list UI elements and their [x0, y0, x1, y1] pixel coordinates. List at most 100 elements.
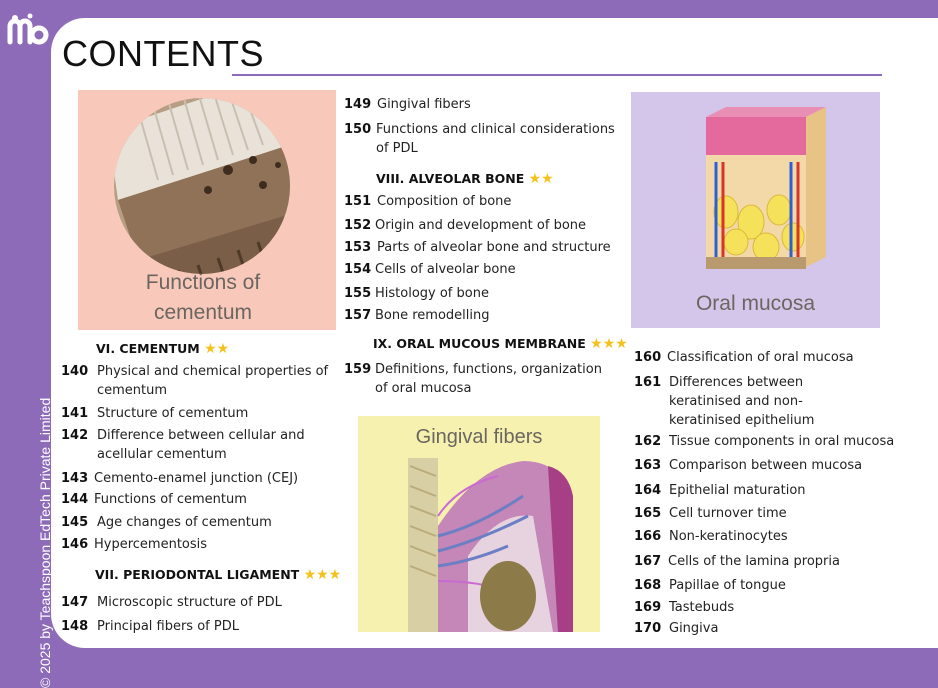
- entry-title: Comparison between mucosa: [669, 458, 863, 473]
- page-number: 141: [61, 406, 89, 421]
- page-number: 157: [344, 308, 372, 323]
- entry-title: Bone remodelling: [375, 308, 490, 323]
- entry-title: Cemento-enamel junction (CEJ): [94, 471, 299, 486]
- entry-title: Classification of oral mucosa: [667, 350, 854, 365]
- page-number: 162: [634, 434, 662, 449]
- toc-entry-163[interactable]: 163 Comparison between mucosa: [634, 456, 924, 475]
- toc-entry-149[interactable]: 149 Gingival fibers: [344, 95, 624, 114]
- page-number: 149: [344, 97, 372, 112]
- entry-title: Parts of alveolar bone and structure: [377, 240, 611, 255]
- page-number: 150: [344, 122, 372, 137]
- page-number: 167: [634, 554, 662, 569]
- page-number: 154: [344, 262, 372, 277]
- page-number: 164: [634, 483, 662, 498]
- entry-title: Age changes of cementum: [97, 515, 272, 530]
- entry-title: Epithelial maturation: [669, 483, 806, 498]
- toc-entry-147[interactable]: 147 Microscopic structure of PDL: [61, 593, 336, 612]
- page-number: 159: [344, 362, 372, 377]
- entry-title: Histology of bone: [375, 286, 489, 301]
- entry-title: Cells of alveolar bone: [375, 262, 516, 277]
- page-number: 166: [634, 529, 662, 544]
- page-number: 160: [634, 350, 662, 365]
- toc-entry-160[interactable]: 160 Classification of oral mucosa: [634, 348, 924, 367]
- toc-entry-142[interactable]: 142 Difference between cellular and acel…: [61, 426, 311, 464]
- section-pdl-heading: VII. PERIODONTAL LIGAMENT ★★★: [95, 567, 341, 583]
- star-rating-icon: ★★: [528, 171, 554, 187]
- toc-entry-144[interactable]: 144 Functions of cementum: [61, 490, 336, 509]
- toc-entry-145[interactable]: 145 Age changes of cementum: [61, 513, 336, 532]
- entry-title: Definitions, functions, organization of …: [375, 362, 602, 396]
- toc-entry-152[interactable]: 152 Origin and development of bone: [344, 216, 624, 235]
- page-number: 140: [61, 364, 89, 379]
- entry-title: Non-keratinocytes: [669, 529, 788, 544]
- toc-entry-159[interactable]: 159 Definitions, functions, organization…: [344, 360, 612, 398]
- page-number: 165: [634, 506, 662, 521]
- page-number: 168: [634, 578, 662, 593]
- oral-mucosa-image-caption: Oral mucosa: [695, 292, 816, 315]
- entry-title: Papillae of tongue: [669, 578, 786, 593]
- page-title: CONTENTS: [62, 33, 264, 74]
- entry-title: Tissue components in oral mucosa: [669, 434, 895, 449]
- toc-entry-143[interactable]: 143 Cemento-enamel junction (CEJ): [61, 469, 336, 488]
- toc-entry-154[interactable]: 154 Cells of alveolar bone: [344, 260, 624, 279]
- entry-title: Gingival fibers: [377, 97, 471, 112]
- entry-title: Functions of cementum: [94, 492, 247, 507]
- star-rating-icon: ★★: [204, 341, 230, 357]
- toc-entry-141[interactable]: 141 Structure of cementum: [61, 404, 336, 423]
- entry-title: Differences between keratinised and non-…: [669, 375, 815, 428]
- toc-entry-155[interactable]: 155 Histology of bone: [344, 284, 624, 303]
- entry-title: Structure of cementum: [97, 406, 249, 421]
- entry-title: Hypercementosis: [94, 537, 208, 552]
- section-cementum-label: VI. CEMENTUM: [96, 341, 200, 356]
- section-oral-label: IX. ORAL MUCOUS MEMBRANE: [373, 336, 586, 351]
- page-number: 155: [344, 286, 372, 301]
- star-rating-icon: ★★★: [303, 567, 342, 583]
- toc-entry-162[interactable]: 162 Tissue components in oral mucosa: [634, 432, 924, 451]
- entry-title: Origin and development of bone: [375, 218, 587, 233]
- toc-entry-164[interactable]: 164 Epithelial maturation: [634, 481, 924, 500]
- page-number: 152: [344, 218, 372, 233]
- section-pdl-label: VII. PERIODONTAL LIGAMENT: [95, 567, 300, 582]
- toc-entry-168[interactable]: 168 Papillae of tongue: [634, 576, 924, 595]
- page-number: 153: [344, 240, 372, 255]
- page-number: 142: [61, 428, 89, 443]
- toc-entry-166[interactable]: 166 Non-keratinocytes: [634, 527, 924, 546]
- toc-entry-169[interactable]: 169 Tastebuds: [634, 598, 924, 617]
- section-oral-heading: IX. ORAL MUCOUS MEMBRANE ★★★: [373, 336, 628, 352]
- toc-entry-151[interactable]: 151 Composition of bone: [344, 192, 624, 211]
- toc-entry-150[interactable]: 150 Functions and clinical consideration…: [344, 120, 624, 158]
- entry-title: Microscopic structure of PDL: [97, 595, 282, 610]
- entry-title: Cell turnover time: [669, 506, 787, 521]
- entry-title: Difference between cellular and acellula…: [97, 428, 305, 462]
- page-number: 151: [344, 194, 372, 209]
- toc-entry-153[interactable]: 153 Parts of alveolar bone and structure: [344, 238, 624, 257]
- section-alveolar-heading: VIII. ALVEOLAR BONE ★★: [376, 171, 554, 187]
- toc-entry-161[interactable]: 161 Differences between keratinised and …: [634, 373, 854, 430]
- page-number: 163: [634, 458, 662, 473]
- page-number: 148: [61, 619, 89, 634]
- copyright-text: © 2025 by Teachspoon EdTech Private Limi…: [37, 397, 53, 688]
- toc-entry-140[interactable]: 140 Physical and chemical properties of …: [61, 362, 336, 400]
- toc-entry-170[interactable]: 170 Gingiva: [634, 619, 924, 638]
- entry-title: Principal fibers of PDL: [97, 619, 239, 634]
- page-number: 144: [61, 492, 89, 507]
- page-number: 161: [634, 375, 662, 390]
- cementum-image-caption: Functions of cementum: [145, 271, 261, 324]
- toc-entry-148[interactable]: 148 Principal fibers of PDL: [61, 617, 336, 636]
- entry-title: Tastebuds: [669, 600, 735, 615]
- toc-entry-167[interactable]: 167 Cells of the lamina propria: [634, 552, 924, 571]
- gingival-fibers-image: Gingival fibers: [358, 416, 600, 632]
- page-number: 145: [61, 515, 89, 530]
- toc-entry-146[interactable]: 146 Hypercementosis: [61, 535, 336, 554]
- entry-title: Functions and clinical considerations of…: [376, 122, 615, 156]
- cementum-image: Functions of cementum: [78, 90, 336, 330]
- brand-logo: [6, 10, 52, 54]
- section-alveolar-label: VIII. ALVEOLAR BONE: [376, 171, 525, 186]
- entry-title: Gingiva: [669, 621, 719, 636]
- toc-entry-165[interactable]: 165 Cell turnover time: [634, 504, 924, 523]
- toc-entry-157[interactable]: 157 Bone remodelling: [344, 306, 624, 325]
- entry-title: Physical and chemical properties of ceme…: [97, 364, 329, 398]
- page-number: 170: [634, 621, 662, 636]
- oral-mucosa-image: Oral mucosa: [631, 92, 880, 328]
- page-number: 143: [61, 471, 89, 486]
